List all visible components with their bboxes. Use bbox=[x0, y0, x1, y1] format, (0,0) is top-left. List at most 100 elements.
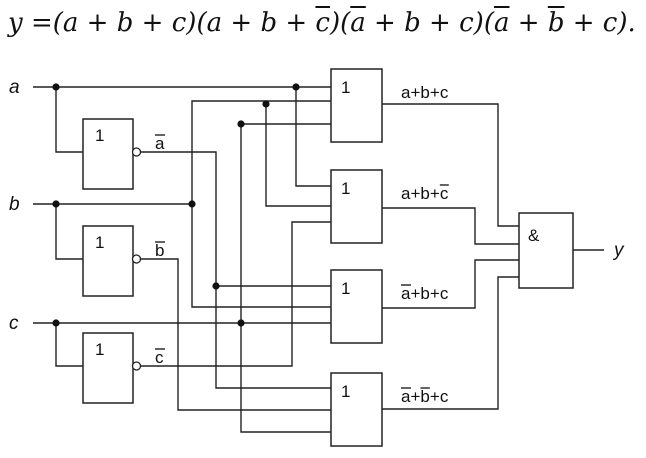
equation-part: a bbox=[206, 8, 223, 38]
output-term: b bbox=[420, 284, 429, 303]
not-a-output-label: a bbox=[155, 134, 165, 153]
c-to-or4 bbox=[240, 124, 331, 433]
or-1-output-label: a+b+c bbox=[401, 83, 449, 102]
not-b-symbol: 1 bbox=[95, 233, 104, 252]
a-to-or2 bbox=[295, 87, 331, 187]
equation-part: + bbox=[78, 8, 117, 38]
and-gate-symbol: & bbox=[528, 226, 540, 245]
output-term: + bbox=[430, 387, 440, 406]
output-term: + bbox=[430, 284, 440, 303]
output-term: c bbox=[440, 284, 449, 303]
equation-part: c bbox=[602, 8, 618, 38]
not-a-symbol: 1 bbox=[95, 126, 104, 145]
output-term: + bbox=[410, 387, 420, 406]
equation-part: c bbox=[171, 8, 187, 38]
not-a-inversion-bubble bbox=[131, 147, 142, 157]
output-term: + bbox=[410, 184, 420, 203]
input-c-label: c bbox=[9, 313, 19, 334]
junction-dot bbox=[188, 200, 196, 208]
equation-part: c bbox=[459, 8, 474, 38]
and-gate bbox=[518, 212, 574, 289]
equation-part: + bbox=[133, 8, 172, 38]
or-3-symbol: 1 bbox=[341, 279, 350, 298]
or-2-or-gate bbox=[330, 169, 383, 244]
equation-part: + bbox=[564, 8, 603, 38]
equation-part: ). bbox=[617, 8, 636, 38]
output-y-label: y bbox=[612, 240, 625, 261]
output-term: b bbox=[420, 184, 429, 203]
not-a-inverter-gate bbox=[82, 118, 134, 190]
equation-part: )( bbox=[186, 8, 207, 38]
equation-part: b bbox=[404, 8, 421, 38]
equation-part: )( bbox=[473, 8, 494, 38]
equation-part: =( bbox=[22, 8, 63, 38]
junction-dot bbox=[52, 319, 60, 327]
or1-output-wire bbox=[382, 103, 519, 227]
equation-part: + bbox=[365, 8, 405, 38]
not-a-output-wire bbox=[141, 151, 331, 389]
not-b-output-label: b bbox=[155, 241, 164, 260]
output-term: c bbox=[440, 184, 449, 203]
junction-dot bbox=[52, 200, 60, 208]
equation-part: + bbox=[222, 8, 261, 38]
gates bbox=[82, 68, 574, 447]
not-b-inversion-bubble bbox=[131, 254, 142, 264]
not-a-input-wire bbox=[55, 87, 83, 153]
or-1-or-gate bbox=[330, 68, 383, 143]
equation-part: b bbox=[260, 8, 278, 38]
output-term: + bbox=[410, 284, 420, 303]
output-term: + bbox=[410, 83, 420, 102]
b-to-or1 bbox=[191, 100, 331, 204]
wires bbox=[33, 86, 604, 433]
not-c-input-wire bbox=[55, 323, 83, 367]
not-c-inverter-gate bbox=[82, 332, 134, 404]
output-term: + bbox=[430, 184, 440, 203]
or-1-symbol: 1 bbox=[341, 78, 350, 97]
output-term: b bbox=[420, 387, 429, 406]
or-4-or-gate bbox=[330, 372, 383, 447]
equation-part: c bbox=[315, 8, 330, 38]
not-c-output-label: c bbox=[155, 348, 164, 367]
or-2-output-label: a+b+c bbox=[401, 184, 449, 203]
output-term: a bbox=[401, 387, 411, 406]
or2-output-wire bbox=[382, 207, 519, 245]
equation-part: )( bbox=[329, 8, 351, 38]
junction-dot bbox=[52, 83, 60, 91]
not-c-symbol: 1 bbox=[95, 340, 104, 359]
or3-output-wire bbox=[382, 259, 519, 309]
equation-part: y bbox=[8, 8, 23, 38]
equation: y =(a + b + c)(a + b + c)(a + b + c)(a +… bbox=[8, 6, 636, 40]
equation-part: + bbox=[420, 8, 460, 38]
equation-part: b bbox=[116, 8, 134, 38]
output-term: b bbox=[420, 83, 429, 102]
or-3-output-label: a+b+c bbox=[401, 284, 449, 303]
equation-part: a bbox=[62, 8, 79, 38]
output-term: c bbox=[440, 83, 449, 102]
equation-part: + bbox=[277, 8, 316, 38]
junction-dot bbox=[292, 83, 300, 91]
junction-dot bbox=[212, 282, 220, 290]
or-2-symbol: 1 bbox=[341, 179, 350, 198]
junction-dot bbox=[237, 319, 245, 327]
equation-part: + bbox=[509, 8, 548, 38]
input-b-label: b bbox=[9, 194, 20, 215]
output-term: a bbox=[401, 184, 411, 203]
output-term: a bbox=[401, 83, 411, 102]
output-term: + bbox=[430, 83, 440, 102]
junction-dot bbox=[262, 100, 270, 108]
junction-dot bbox=[237, 120, 245, 128]
not-b-output-wire bbox=[141, 258, 331, 411]
b-to-or3 bbox=[191, 204, 331, 308]
or4-output-wire bbox=[382, 276, 519, 410]
equation-part: a bbox=[493, 8, 510, 38]
equation-part: a bbox=[350, 8, 366, 38]
b-to-or2 bbox=[265, 104, 331, 207]
equation-part: b bbox=[547, 8, 565, 38]
not-c-inversion-bubble bbox=[131, 361, 142, 371]
not-b-inverter-gate bbox=[82, 225, 134, 297]
or-4-symbol: 1 bbox=[341, 382, 350, 401]
not-b-input-wire bbox=[55, 204, 83, 260]
or-3-or-gate bbox=[330, 269, 383, 344]
